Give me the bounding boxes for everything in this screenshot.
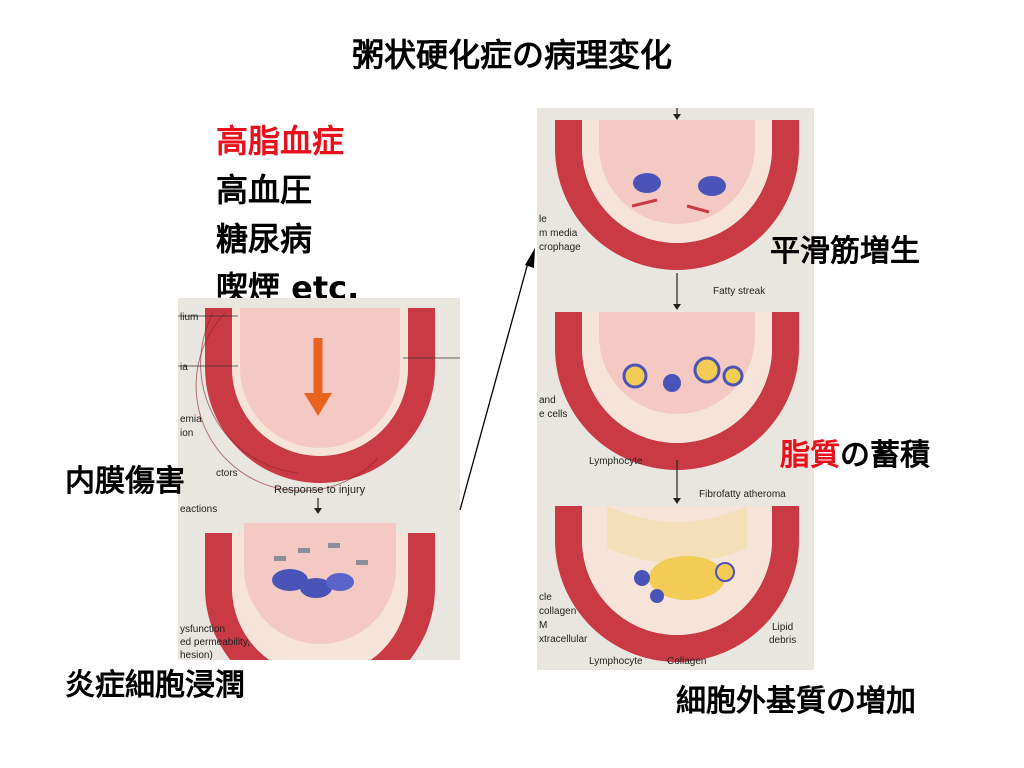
right-edge-label-4: and [539,395,556,406]
response-to-injury-label: Response to injury [274,484,366,496]
right-edge-label-6: cle [539,592,552,603]
figure-left-panel: lium ia emia ion ctors eactions Response… [178,298,460,660]
debris-label: debris [769,635,796,646]
left-edge-label-9: hesion) [180,650,213,660]
left-edge-label-2: ia [180,362,188,373]
left-edge-label-1: lium [180,312,198,323]
lymphocyte-label-1: Lymphocyte [589,456,643,467]
fibrofatty-atheroma-label: Fibrofatty atheroma [699,489,786,500]
right-edge-label-9: xtracellular [539,634,588,645]
label-lipid-accumulation: 脂質の蓄積 [780,430,930,474]
label-extracellular-matrix-increase: 細胞外基質の増加 [676,684,916,719]
right-edge-label-8: M [539,620,547,631]
label-intimal-injury: 内膜傷害 [65,464,185,499]
artery-section-fatty-streak [555,312,799,470]
figure-right-illustration: le m media crophage Fatty streak and e c… [539,108,799,667]
artery-section-injury [178,308,460,492]
label-smooth-muscle-proliferation: 平滑筋増生 [770,234,920,269]
progression-arrow [459,248,535,511]
label-inflammatory-infiltration: 炎症細胞浸潤 [65,668,245,703]
artery-section-smooth-muscle [555,120,799,270]
collagen-label: Collagen [667,656,706,667]
risk-factor-hyperlipidemia: 高脂血症 [216,122,345,160]
risk-factor-hypertension: 高血圧 [216,171,313,209]
right-edge-label-7: collagen [539,606,576,617]
left-edge-label-4: ion [180,428,193,439]
artery-section-atheroma [555,506,799,662]
left-edge-label-7: ysfunction [180,624,225,635]
right-edge-label-5: e cells [539,409,567,420]
figure-right-panel: le m media crophage Fatty streak and e c… [537,108,814,670]
lymphocyte-label-2: Lymphocyte [589,656,643,667]
right-edge-label-1: le [539,214,547,225]
figure-left-illustration: lium ia emia ion ctors eactions Response… [178,308,460,660]
right-edge-label-3: crophage [539,242,581,253]
label-lipid-word: 脂質 [780,438,840,473]
left-edge-label-5: ctors [216,468,238,479]
page-title: 粥状硬化症の病理変化 [351,36,672,74]
risk-factor-diabetes: 糖尿病 [216,220,313,258]
label-accumulation-word: の蓄積 [840,438,930,473]
artery-section-inflammation [205,523,435,660]
left-edge-label-6: eactions [180,504,217,515]
fatty-streak-label: Fatty streak [713,286,766,297]
right-edge-label-2: m media [539,228,578,239]
lipid-label: Lipid [772,622,793,633]
left-edge-label-3: emia [180,414,202,425]
left-edge-label-8: ed permeability, [180,637,250,648]
